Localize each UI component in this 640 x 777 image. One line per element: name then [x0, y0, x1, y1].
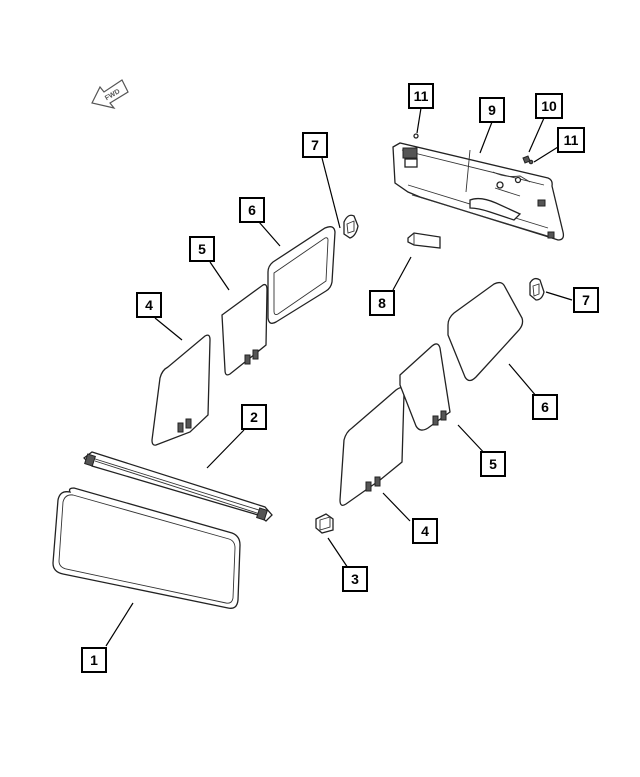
- callout-6b: 6: [532, 394, 558, 420]
- callout-5b-label: 5: [489, 456, 497, 472]
- callout-11a-label: 11: [414, 88, 429, 104]
- callout-7a-label: 7: [311, 137, 319, 153]
- fwd-arrow-icon: FWD: [91, 79, 129, 109]
- leader-2: [206, 429, 245, 469]
- callout-5a-label: 5: [198, 241, 206, 257]
- callout-2-label: 2: [250, 409, 258, 425]
- callout-4b: 4: [412, 518, 438, 544]
- leader-1: [105, 602, 134, 647]
- callout-3: 3: [342, 566, 368, 592]
- callout-4a-label: 4: [145, 297, 153, 313]
- leader-3: [327, 537, 349, 569]
- leader-10: [528, 117, 545, 153]
- callout-6a: 6: [239, 197, 265, 223]
- leader-5a: [209, 261, 230, 291]
- rail-part-2: [83, 451, 273, 522]
- callout-10-label: 10: [541, 98, 557, 114]
- callout-1: 1: [81, 647, 107, 673]
- callout-7b-label: 7: [582, 292, 590, 308]
- latch-part-7-right: [529, 277, 545, 301]
- callout-5b: 5: [480, 451, 506, 477]
- clip-part-3: [315, 513, 334, 534]
- leader-9: [479, 121, 493, 154]
- glass-part-4-right: [339, 387, 405, 506]
- glass-part-4-left: [151, 334, 211, 446]
- callout-4a: 4: [136, 292, 162, 318]
- leader-6a: [258, 221, 281, 247]
- glass-part-6-left: [267, 226, 336, 324]
- leader-11a: [416, 107, 422, 134]
- leader-lines: [105, 107, 573, 647]
- callout-8: 8: [369, 290, 395, 316]
- fastener-part-11-top: [413, 133, 419, 139]
- callout-11b-label: 11: [564, 132, 579, 148]
- callout-9-label: 9: [488, 102, 496, 118]
- callout-7b: 7: [573, 287, 599, 313]
- panel-part-9: [392, 142, 565, 241]
- callout-9: 9: [479, 97, 505, 123]
- leader-6b: [508, 363, 538, 398]
- leader-4b: [382, 492, 411, 522]
- callout-8-label: 8: [378, 295, 386, 311]
- leader-8: [392, 256, 412, 291]
- leader-7b: [545, 291, 573, 301]
- callout-10: 10: [535, 93, 563, 119]
- callout-5a: 5: [189, 236, 215, 262]
- callout-3-label: 3: [351, 571, 359, 587]
- glass-part-1: [52, 487, 241, 609]
- callout-11b: 11: [557, 127, 585, 153]
- callout-11a: 11: [408, 83, 434, 109]
- leader-7a: [321, 157, 341, 229]
- fastener-part-11-right: [528, 159, 534, 165]
- glass-part-5-left: [221, 283, 268, 376]
- callout-6b-label: 6: [541, 399, 549, 415]
- callout-7a: 7: [302, 132, 328, 158]
- leader-11b: [533, 146, 559, 163]
- callout-6a-label: 6: [248, 202, 256, 218]
- block-part-8: [407, 232, 441, 249]
- glass-part-6-right: [447, 281, 524, 382]
- leader-4a: [154, 317, 183, 341]
- latch-part-7-left: [343, 214, 359, 239]
- callout-2: 2: [241, 404, 267, 430]
- glass-part-5-right: [399, 343, 451, 431]
- callout-4b-label: 4: [421, 523, 429, 539]
- callout-1-label: 1: [90, 652, 98, 668]
